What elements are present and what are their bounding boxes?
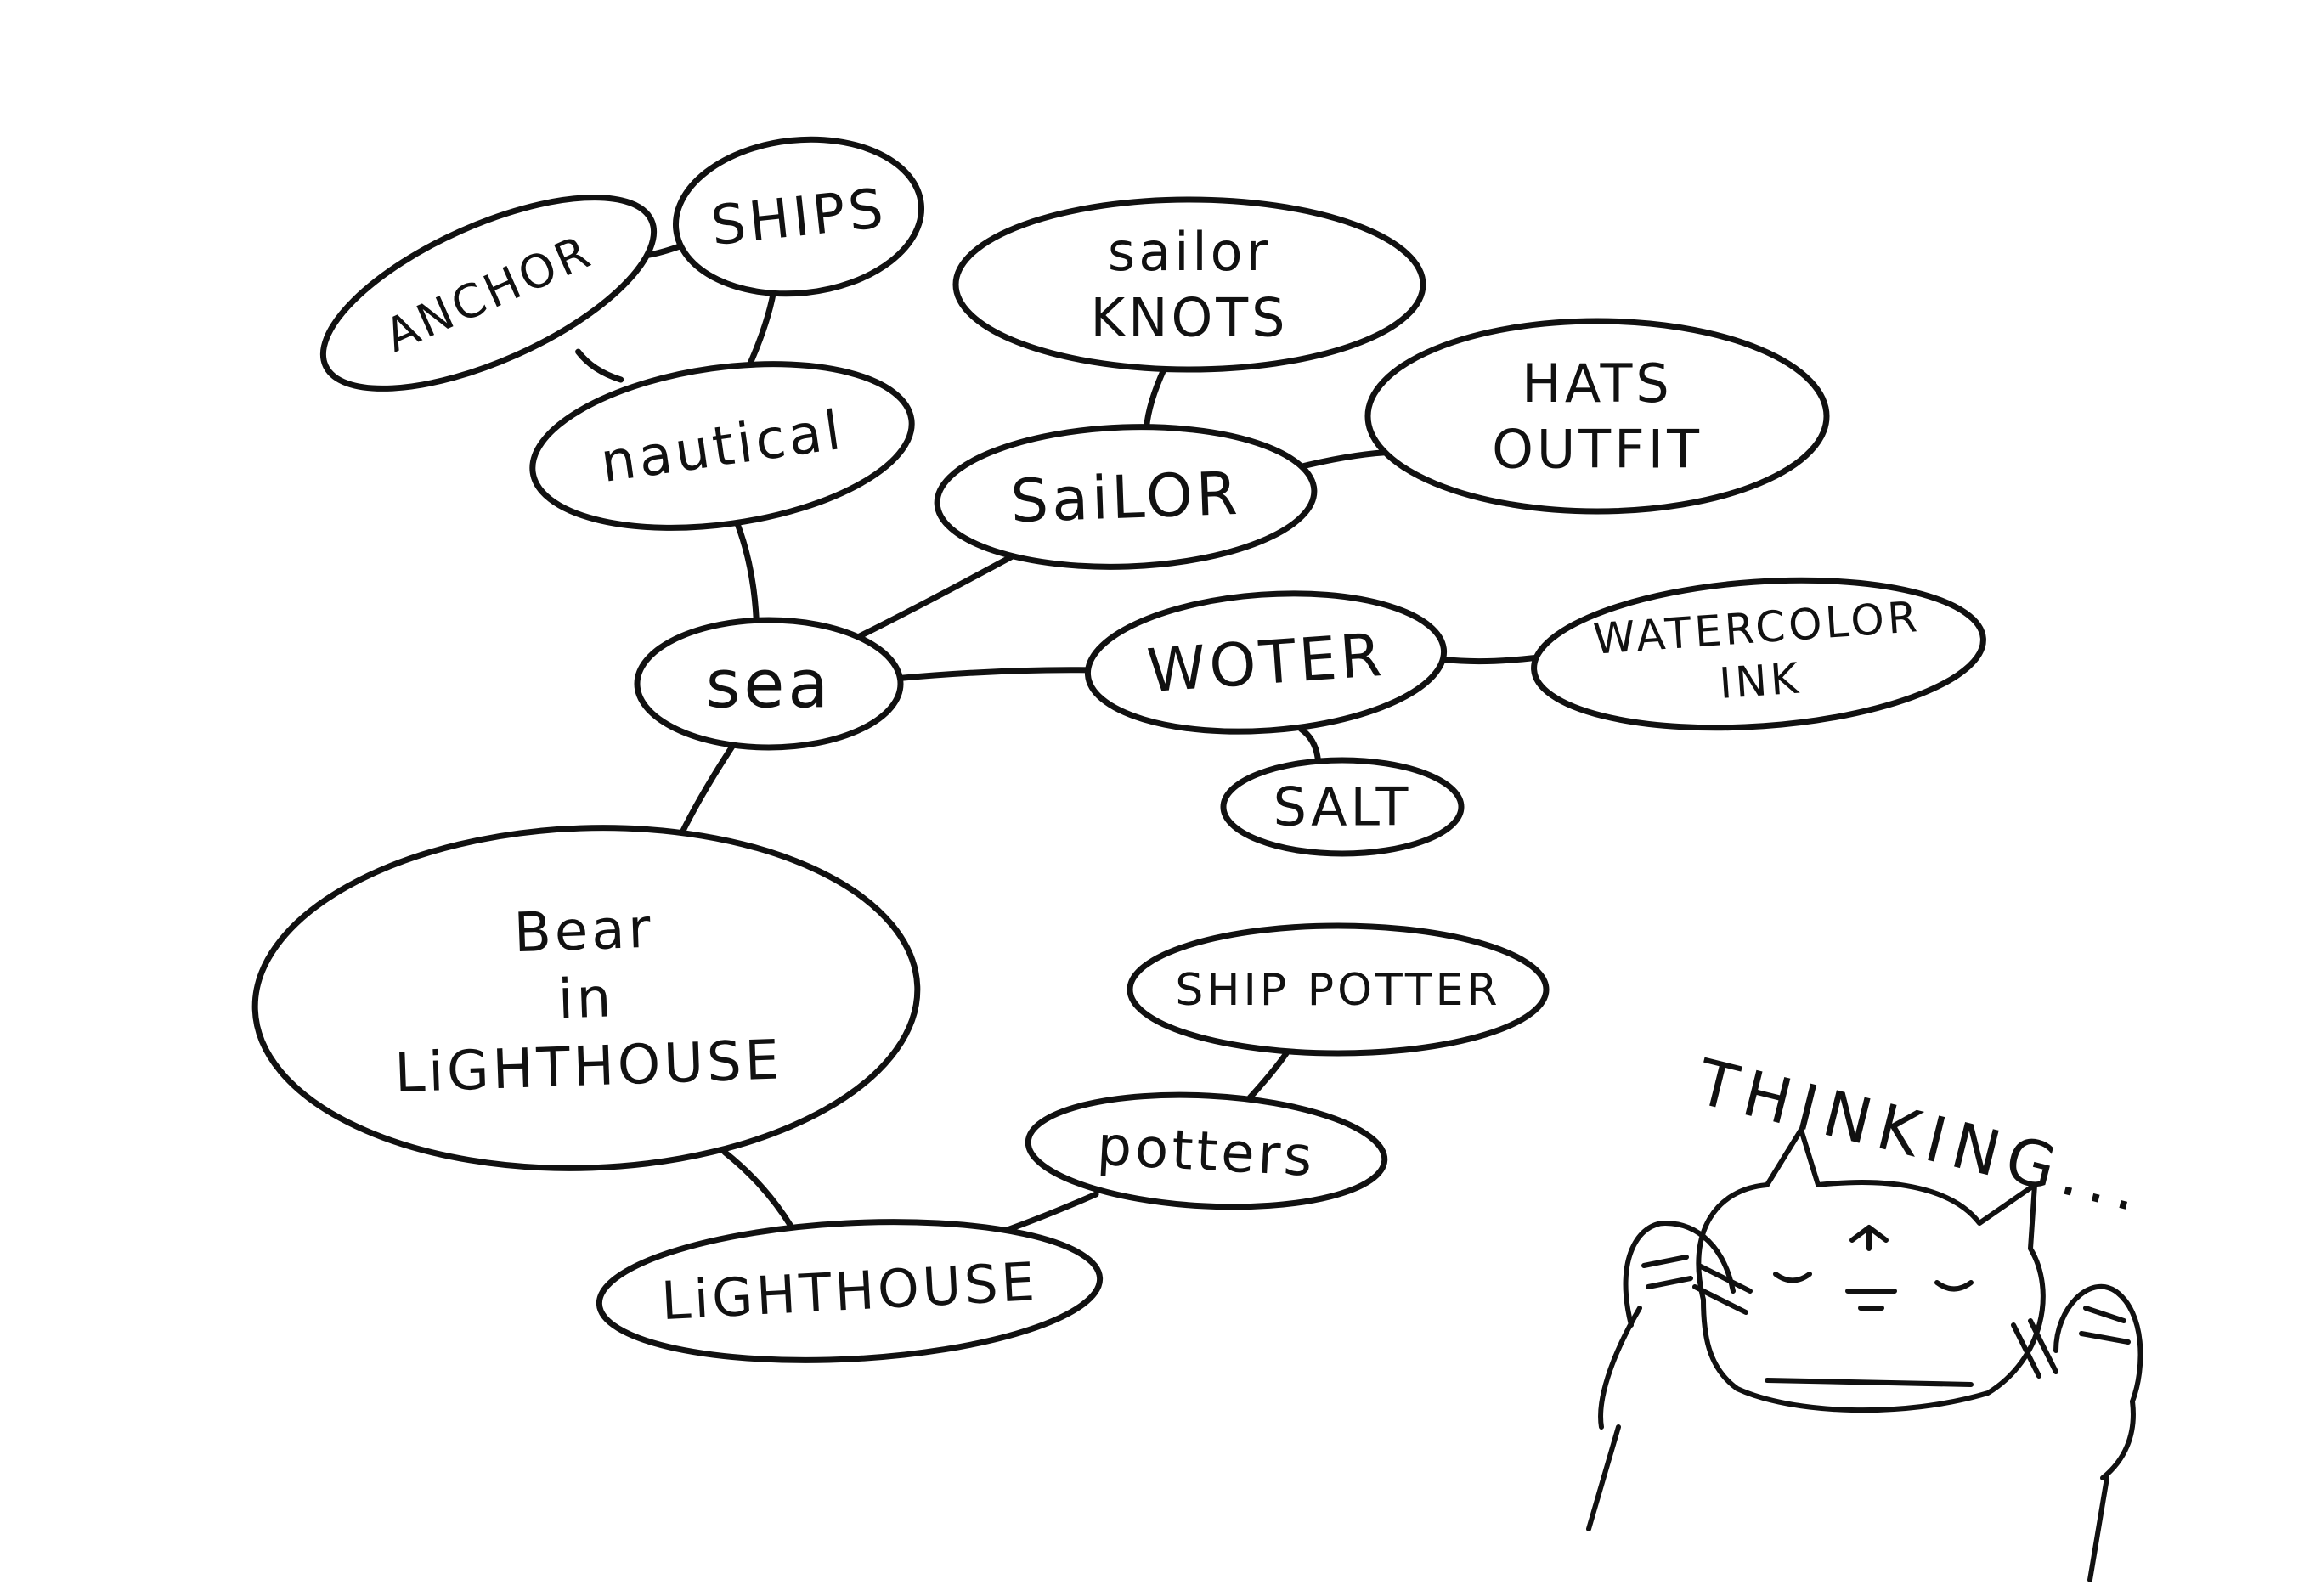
node-anchor: ANCHOR (319, 195, 658, 392)
node-potters: potters (1025, 1091, 1388, 1210)
node-sailor-bubble (934, 424, 1318, 570)
node-salt: SALT (1220, 757, 1465, 857)
node-sailor-knots-label: KNOTS (1090, 286, 1288, 348)
node-water-bubble (1084, 590, 1448, 735)
edge-bear-in-lighthouse-lighthouse (721, 1149, 793, 1228)
node-sea-label: sea (706, 646, 832, 723)
node-sailor-knots-label: sailor (1108, 221, 1271, 283)
node-sailor-knots-bubble (952, 196, 1426, 373)
node-ship-potter-label: SHIP POTTER (1175, 965, 1500, 1016)
edge-nautical-sea (734, 521, 760, 623)
edge-sea-bear-in-lighthouse (677, 742, 737, 838)
cat-left-eye (1773, 1272, 1812, 1283)
thinking-caption: THINKING... (1689, 1046, 2154, 1228)
cat-right-paw (2053, 1283, 2143, 1404)
cat-left-arm (1586, 1306, 1642, 1531)
node-bear-in-lighthouse-label: Bear (513, 898, 655, 966)
cat-left-paw (1623, 1221, 1736, 1328)
edge-water-watercolor-ink (1441, 655, 1537, 665)
cat-mouth (1765, 1378, 1974, 1387)
node-ships: SHIPS (672, 136, 925, 297)
nodes-layer: SHIPSANCHORnauticalsailorKNOTSHATSOUTFIT… (251, 136, 1986, 1363)
cat-right-eye (1934, 1280, 1974, 1292)
node-sea-bubble (634, 617, 904, 751)
edge-water-salt (1298, 725, 1321, 764)
edge-sailor-knots-sailor (1144, 365, 1167, 431)
cat-right-arm (2087, 1399, 2136, 1582)
node-bear-in-lighthouse-label: in (557, 967, 616, 1031)
cat-head (1696, 1127, 2046, 1413)
edge-sea-water (896, 667, 1092, 681)
node-bear-in-lighthouse-label: LiGHTHOUSE (393, 1029, 783, 1105)
edge-ships-nautical (744, 288, 777, 372)
cat-cheek-lines (1692, 1263, 2058, 1379)
edge-potters-ship-potter (1246, 1048, 1291, 1101)
node-watercolor-ink-bubble (1531, 577, 1986, 731)
edge-sailor-sea (855, 550, 1020, 640)
node-hats-outfit-bubble (1364, 318, 1830, 515)
node-sea: sea (634, 617, 904, 751)
node-water-label: WOTER (1145, 620, 1387, 706)
node-ship-potter-bubble (1127, 922, 1550, 1057)
cat-brow-marks (1849, 1225, 1889, 1251)
node-watercolor-ink-label: INK (1718, 653, 1804, 708)
node-hats-outfit-label: OUTFIT (1492, 419, 1703, 481)
node-bear-in-lighthouse-bubble (251, 825, 921, 1171)
thinking-cat-illustration: THINKING... (1586, 1046, 2154, 1582)
cat-nose (1845, 1289, 1897, 1311)
node-water: WOTER (1084, 590, 1448, 735)
edge-anchor-nautical (575, 348, 624, 383)
node-nautical: nautical (529, 361, 915, 531)
node-lighthouse: LiGHTHOUSE (596, 1219, 1104, 1363)
node-sailor-label: SaiLOR (1009, 459, 1242, 536)
node-ships-bubble (672, 136, 925, 297)
node-hats-outfit-label: HATS (1522, 352, 1672, 415)
node-nautical-bubble (529, 361, 915, 531)
node-potters-label: potters (1096, 1115, 1318, 1189)
node-lighthouse-bubble (596, 1219, 1104, 1363)
node-salt-bubble (1220, 757, 1465, 857)
node-ship-potter: SHIP POTTER (1127, 922, 1550, 1057)
node-anchor-bubble (319, 195, 658, 392)
node-sailor: SaiLOR (934, 424, 1318, 570)
edge-sailor-hats-outfit (1293, 449, 1388, 471)
node-potters-bubble (1025, 1091, 1388, 1210)
node-salt-label: SALT (1273, 776, 1412, 838)
edges-layer (575, 241, 1537, 1238)
